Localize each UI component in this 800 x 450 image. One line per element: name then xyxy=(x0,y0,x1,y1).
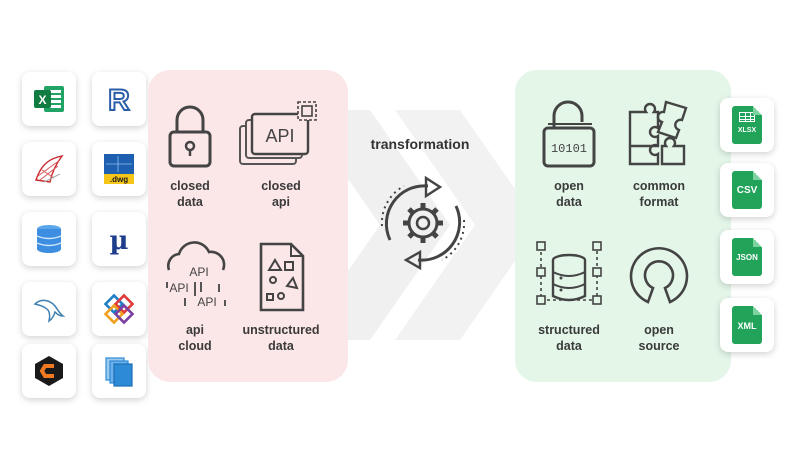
api-cloud-text-3: API xyxy=(197,295,216,309)
xml-file-icon: XML xyxy=(732,306,762,344)
csv-file-label: CSV xyxy=(736,185,758,196)
api-cloud-item: API API API api cloud xyxy=(150,240,240,354)
mysql-tile[interactable] xyxy=(22,282,76,336)
padlock-icon xyxy=(168,105,212,168)
ifc-tile[interactable] xyxy=(92,282,146,336)
api-cloud-label-2: cloud xyxy=(178,339,212,353)
svg-text:X: X xyxy=(38,93,46,107)
excel-icon: X xyxy=(34,86,64,112)
csv-file-icon: CSV xyxy=(732,171,762,209)
open-outputs-panel xyxy=(515,70,731,382)
closed-api-item: API closed api xyxy=(236,98,326,210)
api-window-icon: API xyxy=(239,101,317,165)
api-cloud-icon: API API API xyxy=(166,241,226,309)
svg-text:R: R xyxy=(108,84,130,116)
open-data-label-1: open xyxy=(554,179,584,193)
closed-data-item: closed data xyxy=(145,98,235,210)
xml-file-tile[interactable]: XML xyxy=(720,298,774,352)
structured-data-label-2: data xyxy=(556,339,582,353)
api-cloud-text-2: API xyxy=(169,281,188,295)
open-source-label-2: source xyxy=(638,339,680,353)
csv-file-tile[interactable]: CSV xyxy=(720,163,774,217)
xlsx-file-icon: XLSX xyxy=(732,106,762,144)
ifc-icon xyxy=(103,293,135,325)
layers-tile[interactable] xyxy=(92,344,146,398)
mu-tile[interactable]: µ xyxy=(92,212,146,266)
transformation-gear-cycle-icon xyxy=(380,175,466,271)
api-cloud-label-1: api xyxy=(185,323,205,337)
json-file-label: JSON xyxy=(736,253,758,262)
spreadsheet-grid-icon xyxy=(739,112,755,122)
api-cloud-text-1: API xyxy=(189,265,208,279)
layers-icon xyxy=(105,357,133,387)
structured-database-icon xyxy=(536,241,602,305)
cube-logo-icon xyxy=(35,356,63,386)
transformation-title: transformation xyxy=(370,136,470,152)
sql-server-tile[interactable] xyxy=(22,142,76,196)
mu-icon: µ xyxy=(109,226,128,256)
database-tile[interactable] xyxy=(22,212,76,266)
open-data-binary-text: 10101 xyxy=(551,142,587,156)
excel-tile[interactable]: X xyxy=(22,72,76,126)
database-icon xyxy=(36,225,62,253)
dwg-text: .dwg xyxy=(110,175,128,184)
sql-server-icon xyxy=(35,154,64,183)
open-source-icon xyxy=(629,247,689,304)
mysql-icon xyxy=(33,299,66,323)
open-data-label-2: data xyxy=(556,195,582,209)
mu-text: µ xyxy=(109,226,128,256)
cube-logo-tile[interactable] xyxy=(22,344,76,398)
xml-file-label: XML xyxy=(737,321,757,331)
api-window-text: API xyxy=(265,126,294,146)
json-file-tile[interactable]: JSON xyxy=(720,230,774,284)
open-data-item: 10101 open data xyxy=(524,98,614,210)
open-source-label-1: open xyxy=(644,323,674,337)
json-file-icon: JSON xyxy=(732,238,762,276)
structured-data-label-1: structured xyxy=(538,323,600,337)
chevron-arrows-background xyxy=(300,110,540,340)
revit-tile[interactable]: R xyxy=(92,72,146,126)
closed-api-label-2: api xyxy=(271,195,291,209)
open-source-item: open source xyxy=(614,240,704,354)
closed-data-label-1: closed xyxy=(170,179,210,193)
common-format-label-2: format xyxy=(639,195,679,209)
xlsx-file-label: XLSX xyxy=(737,127,757,134)
open-padlock-icon: 10101 xyxy=(542,100,596,168)
dwg-tile[interactable]: .dwg xyxy=(92,142,146,196)
puzzle-icon xyxy=(628,100,688,166)
unstructured-data-item: unstructured data xyxy=(236,240,326,354)
xlsx-file-tile[interactable]: XLSX xyxy=(720,98,774,152)
common-format-item: common format xyxy=(614,98,704,210)
dwg-file-icon: .dwg xyxy=(104,154,134,184)
unstructured-doc-icon xyxy=(259,242,305,312)
common-format-label-1: common xyxy=(632,179,686,193)
closed-api-label-1: closed xyxy=(261,179,301,193)
revit-icon: R xyxy=(107,83,131,116)
structured-data-item: structured data xyxy=(524,240,614,354)
closed-data-label-2: data xyxy=(177,195,203,209)
unstructured-data-label-1: unstructured xyxy=(242,323,320,337)
unstructured-data-label-2: data xyxy=(268,339,294,353)
